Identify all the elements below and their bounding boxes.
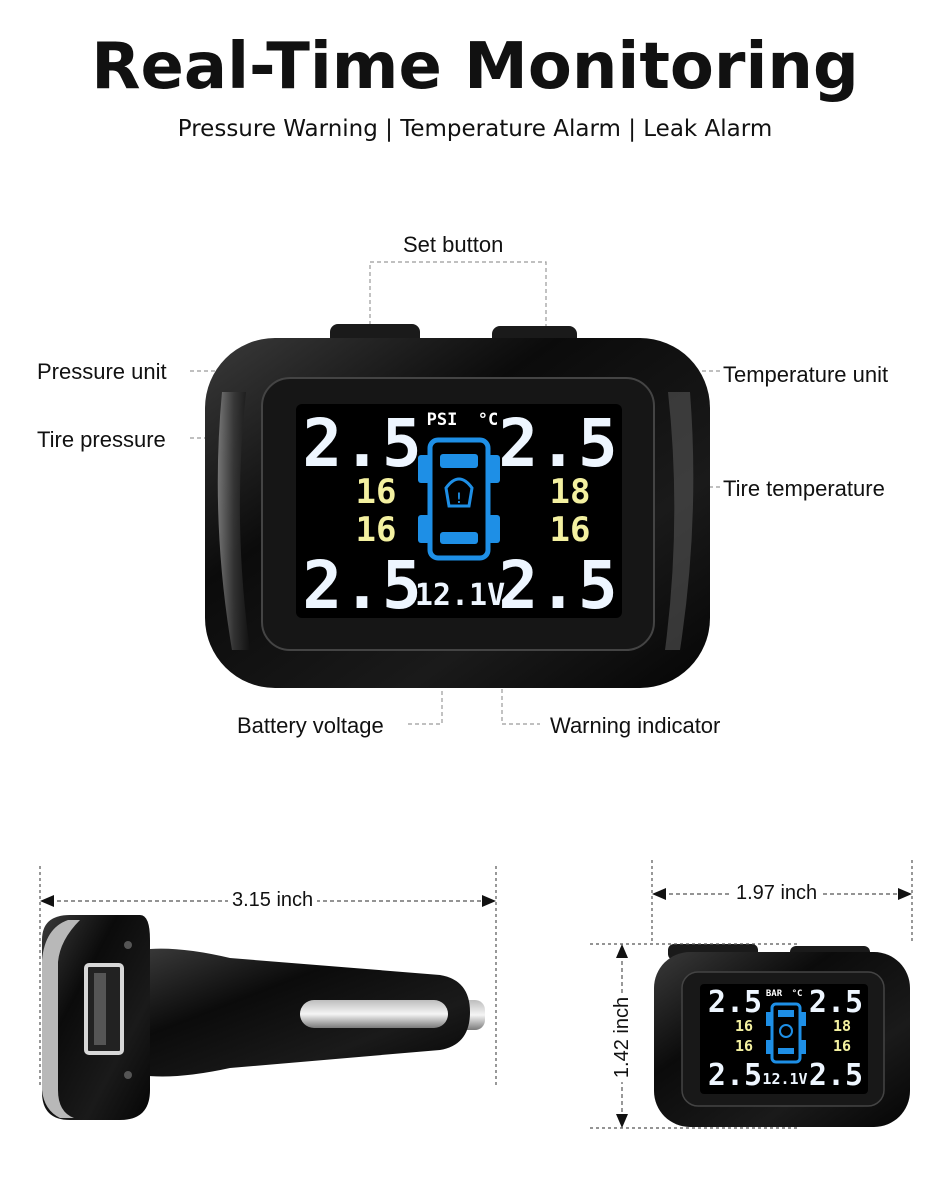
small-pressure-front-right: 2.5 <box>809 985 863 1020</box>
small-temp-front-left: 16 <box>735 1017 753 1035</box>
callout-set-button: Set button <box>403 232 504 257</box>
pressure-unit-indicator: PSI <box>427 410 458 430</box>
small-pressure-front-left: 2.5 <box>708 985 762 1020</box>
svg-text:!: ! <box>455 491 463 507</box>
small-car-icon <box>766 1002 806 1064</box>
page-subtitle: Pressure Warning | Temperature Alarm | L… <box>177 116 773 142</box>
temperature-unit-indicator: °C <box>478 410 498 430</box>
lcd-screen <box>296 404 622 618</box>
pressure-rear-left: 2.5 <box>302 547 421 624</box>
dimension-length-label: 3.15 inch <box>228 889 318 912</box>
small-temperature-unit: °C <box>792 989 803 999</box>
page-title: Real-Time Monitoring <box>91 30 859 104</box>
small-pressure-unit: BAR <box>766 989 783 999</box>
callout-temperature-unit: Temperature unit <box>723 362 889 387</box>
battery-voltage-readout: 12.1V <box>415 578 505 613</box>
small-lcd-screen <box>700 984 868 1094</box>
small-pressure-rear-right: 2.5 <box>809 1058 863 1093</box>
small-temp-rear-left: 16 <box>735 1037 753 1055</box>
side-view-charger <box>42 915 485 1120</box>
small-voltage-readout: 12.1V <box>762 1070 807 1088</box>
temp-rear-right: 16 <box>550 510 591 550</box>
small-pressure-rear-left: 2.5 <box>708 1058 762 1093</box>
callout-tire-temperature: Tire temperature <box>723 476 885 501</box>
small-temp-rear-right: 16 <box>833 1037 851 1055</box>
pressure-rear-right: 2.5 <box>498 547 617 624</box>
tpms-warning-icon: ! <box>444 477 474 508</box>
callout-battery-voltage: Battery voltage <box>237 713 384 738</box>
dimension-width-label: 1.97 inch <box>732 882 822 905</box>
temp-front-left: 16 <box>356 472 397 512</box>
car-top-view-icon <box>418 437 500 561</box>
pressure-front-left: 2.5 <box>302 405 421 482</box>
callout-warning-indicator: Warning indicator <box>550 713 721 738</box>
temp-front-right: 18 <box>550 472 591 512</box>
usb-port-icon <box>84 963 124 1055</box>
callout-tire-pressure: Tire pressure <box>37 427 166 452</box>
dimension-height-label: 1.42 inch <box>611 992 635 1083</box>
callout-pressure-unit: Pressure unit <box>37 359 167 384</box>
pressure-front-right: 2.5 <box>498 405 617 482</box>
small-temp-front-right: 18 <box>833 1017 851 1035</box>
temp-rear-left: 16 <box>356 510 397 550</box>
